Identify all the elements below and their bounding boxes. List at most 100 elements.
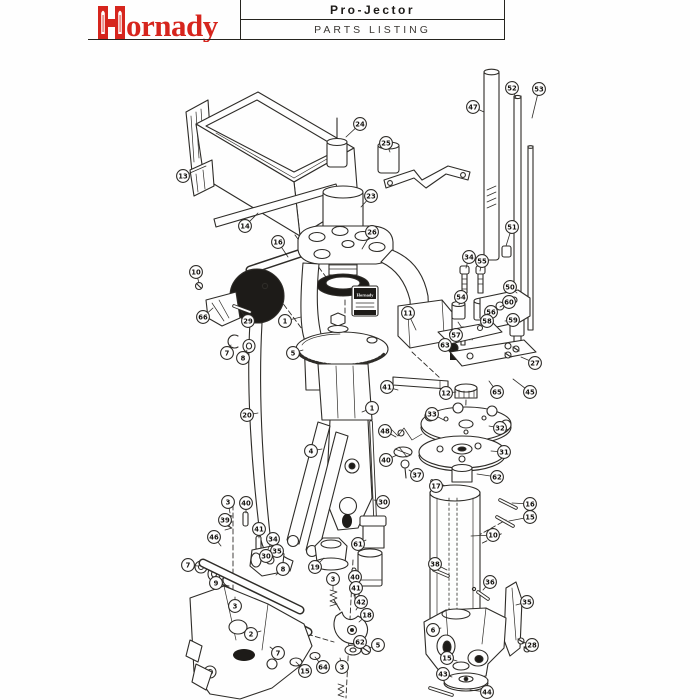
svg-text:60: 60 bbox=[504, 298, 514, 306]
svg-text:35: 35 bbox=[522, 598, 532, 606]
callout-8: 8 bbox=[236, 351, 250, 365]
callout-54: 54 bbox=[454, 290, 468, 304]
svg-text:38: 38 bbox=[430, 560, 440, 568]
callout-19: 19 bbox=[308, 560, 322, 574]
svg-text:3: 3 bbox=[226, 498, 231, 506]
logo-h-icon bbox=[98, 6, 125, 39]
mount-strap bbox=[383, 165, 471, 189]
callout-14: 14 bbox=[238, 219, 252, 233]
callout-52: 52 bbox=[505, 81, 519, 95]
svg-text:12: 12 bbox=[441, 389, 451, 397]
callout-7: 7 bbox=[271, 646, 285, 660]
callout-2: 2 bbox=[244, 627, 258, 641]
callout-64: 64 bbox=[316, 660, 330, 674]
svg-text:15: 15 bbox=[525, 513, 535, 521]
callout-30: 30 bbox=[259, 549, 273, 563]
svg-text:40: 40 bbox=[381, 456, 391, 464]
svg-text:3: 3 bbox=[233, 602, 238, 610]
svg-text:42: 42 bbox=[356, 598, 366, 606]
callout-6: 6 bbox=[426, 623, 440, 637]
primer-tubes bbox=[483, 68, 534, 347]
callout-18: 18 bbox=[360, 608, 374, 622]
callout-35: 35 bbox=[520, 595, 534, 609]
callout-7: 7 bbox=[181, 558, 195, 572]
callout-40: 40 bbox=[239, 496, 253, 510]
svg-text:11: 11 bbox=[403, 309, 413, 317]
svg-text:7: 7 bbox=[276, 649, 281, 657]
callout-53: 53 bbox=[532, 82, 546, 96]
svg-text:13: 13 bbox=[178, 172, 188, 180]
svg-text:25: 25 bbox=[381, 139, 391, 147]
svg-text:52: 52 bbox=[507, 84, 517, 92]
svg-text:58: 58 bbox=[482, 317, 492, 325]
svg-text:34: 34 bbox=[268, 535, 278, 543]
callout-58: 58 bbox=[480, 314, 494, 328]
svg-text:50: 50 bbox=[505, 283, 515, 291]
svg-text:27: 27 bbox=[530, 359, 540, 367]
callout-50: 50 bbox=[503, 280, 517, 294]
callout-26: 26 bbox=[365, 225, 379, 239]
svg-text:15: 15 bbox=[442, 654, 452, 662]
svg-text:5: 5 bbox=[376, 641, 381, 649]
callout-1: 1 bbox=[278, 314, 292, 328]
svg-text:62: 62 bbox=[355, 638, 365, 646]
svg-text:37: 37 bbox=[412, 471, 422, 479]
callout-9: 9 bbox=[209, 576, 223, 590]
callout-3: 3 bbox=[228, 599, 242, 613]
callout-16: 16 bbox=[271, 235, 285, 249]
svg-text:29: 29 bbox=[243, 317, 253, 325]
yoke-base bbox=[423, 607, 507, 697]
svg-text:18: 18 bbox=[362, 611, 372, 619]
svg-text:1: 1 bbox=[370, 404, 375, 412]
callout-1: 1 bbox=[365, 401, 379, 415]
svg-text:17: 17 bbox=[431, 482, 441, 490]
svg-text:6: 6 bbox=[431, 626, 436, 634]
svg-text:8: 8 bbox=[241, 354, 246, 362]
header: ornady Pro-Jector PARTS LISTING bbox=[0, 0, 700, 44]
callout-37: 37 bbox=[410, 468, 424, 482]
callout-11: 11 bbox=[401, 306, 415, 320]
callout-47: 47 bbox=[466, 100, 480, 114]
callout-60: 60 bbox=[502, 295, 516, 309]
callout-38: 38 bbox=[428, 557, 442, 571]
svg-text:4: 4 bbox=[309, 447, 314, 455]
svg-text:Hornady: Hornady bbox=[357, 293, 375, 298]
callout-24: 24 bbox=[353, 117, 367, 131]
svg-text:61: 61 bbox=[353, 540, 363, 548]
handle-hardware bbox=[194, 281, 256, 354]
svg-text:44: 44 bbox=[482, 688, 492, 696]
callout-66: 66 bbox=[196, 310, 210, 324]
svg-text:9: 9 bbox=[214, 579, 219, 587]
svg-text:19: 19 bbox=[310, 563, 320, 571]
callout-3: 3 bbox=[326, 572, 340, 586]
svg-text:41: 41 bbox=[351, 584, 361, 592]
callout-48: 48 bbox=[378, 424, 392, 438]
svg-text:32: 32 bbox=[495, 424, 505, 432]
svg-text:54: 54 bbox=[456, 293, 466, 301]
svg-text:56: 56 bbox=[486, 308, 496, 316]
callout-5: 5 bbox=[371, 638, 385, 652]
svg-text:39: 39 bbox=[220, 516, 230, 524]
callout-15: 15 bbox=[440, 651, 454, 665]
callout-15: 15 bbox=[298, 664, 312, 678]
callout-3: 3 bbox=[221, 495, 235, 509]
svg-text:41: 41 bbox=[382, 383, 392, 391]
svg-text:57: 57 bbox=[451, 331, 461, 339]
callout-46: 46 bbox=[207, 530, 221, 544]
svg-text:3: 3 bbox=[340, 663, 345, 671]
svg-text:47: 47 bbox=[468, 103, 478, 111]
callout-33: 33 bbox=[425, 407, 439, 421]
svg-text:34: 34 bbox=[464, 253, 474, 261]
callout-23: 23 bbox=[364, 189, 378, 203]
svg-text:2: 2 bbox=[249, 630, 254, 638]
svg-text:53: 53 bbox=[534, 85, 544, 93]
svg-text:31: 31 bbox=[499, 448, 509, 456]
callout-20: 20 bbox=[240, 408, 254, 422]
svg-text:10: 10 bbox=[488, 531, 498, 539]
svg-text:16: 16 bbox=[273, 238, 283, 246]
callout-10: 10 bbox=[189, 265, 203, 279]
callout-5: 5 bbox=[286, 346, 300, 360]
callout-25: 25 bbox=[379, 136, 393, 150]
callout-41: 41 bbox=[380, 380, 394, 394]
